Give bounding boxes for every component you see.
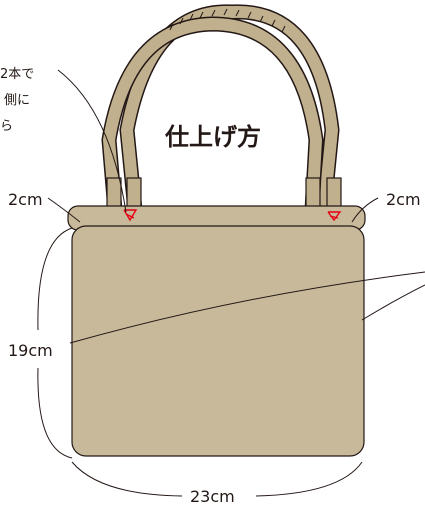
handle-back-fill: [120, 5, 339, 211]
bag-handles: [101, 4, 342, 211]
leader-lines: [37, 69, 425, 497]
note-line-2: 側に: [4, 93, 30, 108]
measure-width: 23cm: [190, 487, 235, 506]
handle-front-fill: [102, 17, 323, 211]
leader-height-bottom: [37, 367, 73, 459]
bag-body: [71, 225, 365, 457]
stitch-mark-left: [123, 209, 138, 222]
stitch-marks: [123, 209, 342, 222]
leader-width-left: [71, 461, 183, 497]
leader-diagonal: [69, 271, 425, 344]
note-line-3: ら: [0, 119, 13, 134]
handle-tab-left-1: [106, 177, 122, 211]
handle-tab-right-2: [326, 177, 342, 211]
handle-tab-left-2: [126, 177, 142, 211]
handle-tab-right-1: [305, 177, 321, 211]
measure-height: 19cm: [8, 341, 53, 360]
note-line-1: 2本で: [0, 67, 34, 82]
leader-note: [57, 69, 127, 213]
stitch-mark-right: [327, 211, 342, 222]
leader-top-right: [351, 197, 379, 223]
diagram-title: 仕上げ方: [164, 123, 261, 151]
leader-width-right: [255, 461, 363, 497]
leader-height-top: [37, 227, 73, 331]
measure-top-left: 2cm: [8, 190, 43, 209]
leader-right-body: [361, 284, 425, 321]
measure-top-right: 2cm: [386, 190, 421, 209]
leader-top-left: [47, 197, 81, 223]
handle-gather-texture: [169, 8, 286, 33]
